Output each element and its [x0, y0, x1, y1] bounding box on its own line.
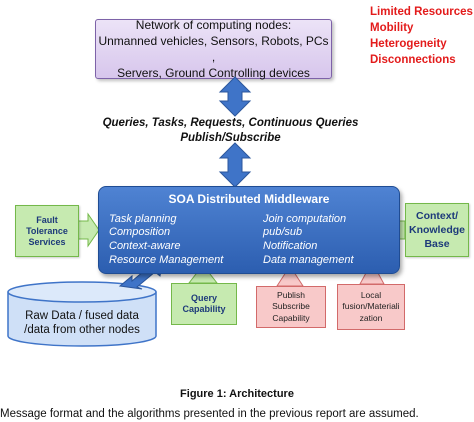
- queries-line-2: Publish/Subscribe: [180, 132, 281, 144]
- figure-caption: Figure 1: Architecture: [180, 388, 294, 400]
- mw-data-management: Data management: [263, 254, 354, 266]
- soa-middleware-box: SOA Distributed Middleware Task planning…: [98, 186, 400, 274]
- mw-notification: Notification: [263, 240, 318, 252]
- query-cap-line-1: Query: [190, 293, 217, 303]
- fault-line-3: Services: [28, 236, 66, 247]
- double-arrow-top: [218, 76, 252, 117]
- local-fusion-box: Local fusion/Materiali zation: [337, 284, 405, 330]
- mw-pub-sub: pub/sub: [263, 226, 303, 238]
- query-capability-box: Query Capability: [171, 283, 237, 325]
- context-knowledge-box: Context/ Knowledge Base: [405, 203, 469, 257]
- publish-subscribe-box: Publish Subscribe Capability: [256, 286, 326, 328]
- constraint-mobility: Mobility: [370, 22, 414, 34]
- fault-arrow: [76, 212, 100, 248]
- network-line-2: Unmanned vehicles, Sensors, Robots, PCs …: [98, 34, 329, 64]
- raw-data-cylinder-top: [7, 281, 157, 303]
- raw-data-label: Raw Data / fused data /data from other n…: [8, 302, 156, 344]
- context-line-2: Knowledge: [408, 224, 465, 236]
- mw-context-aware: Context-aware: [109, 240, 181, 252]
- mw-task-planning: Task planning: [109, 213, 177, 225]
- double-arrow-bottom: [218, 142, 252, 188]
- raw-data-cylinder: [7, 292, 157, 347]
- context-line-3: Base: [424, 238, 450, 250]
- constraint-limited-resources: Limited Resources: [370, 6, 473, 18]
- mw-resource-management: Resource Management: [109, 254, 224, 266]
- publish-line-3: Capability: [272, 312, 310, 323]
- mw-join-computation: Join computation: [263, 213, 347, 225]
- fault-line-2: Tolerance: [26, 225, 68, 236]
- mw-composition: Composition: [109, 226, 171, 238]
- network-nodes-box: Network of computing nodes: Unmanned veh…: [95, 18, 332, 80]
- context-line-1: Context/: [416, 210, 458, 222]
- fusion-line-2: fusion/Materiali: [342, 301, 400, 312]
- queries-label: Queries, Tasks, Requests, Continuous Que…: [98, 116, 363, 146]
- fusion-line-1: Local: [360, 289, 382, 300]
- raw-data-line-2: /data from other nodes: [24, 324, 140, 336]
- network-line-3: Servers, Ground Controlling devices: [117, 66, 310, 80]
- fault-tolerance-box: Fault Tolerance Services: [15, 205, 79, 257]
- middleware-title: SOA Distributed Middleware: [168, 192, 330, 206]
- network-line-1: Network of computing nodes:: [135, 18, 292, 32]
- constraints-list: Limited Resources Mobility Heterogeneity…: [370, 4, 474, 68]
- publish-line-2: Subscribe: [272, 301, 310, 312]
- fusion-line-3: zation: [359, 312, 383, 323]
- constraint-disconnections: Disconnections: [370, 54, 456, 66]
- query-cap-line-2: Capability: [182, 304, 226, 314]
- body-text: Message format and the algorithms presen…: [0, 408, 419, 420]
- fault-line-1: Fault: [36, 214, 58, 225]
- constraint-heterogeneity: Heterogeneity: [370, 38, 447, 50]
- raw-data-line-1: Raw Data / fused data: [25, 310, 139, 322]
- publish-line-1: Publish: [277, 289, 305, 300]
- queries-line-1: Queries, Tasks, Requests, Continuous Que…: [102, 117, 359, 129]
